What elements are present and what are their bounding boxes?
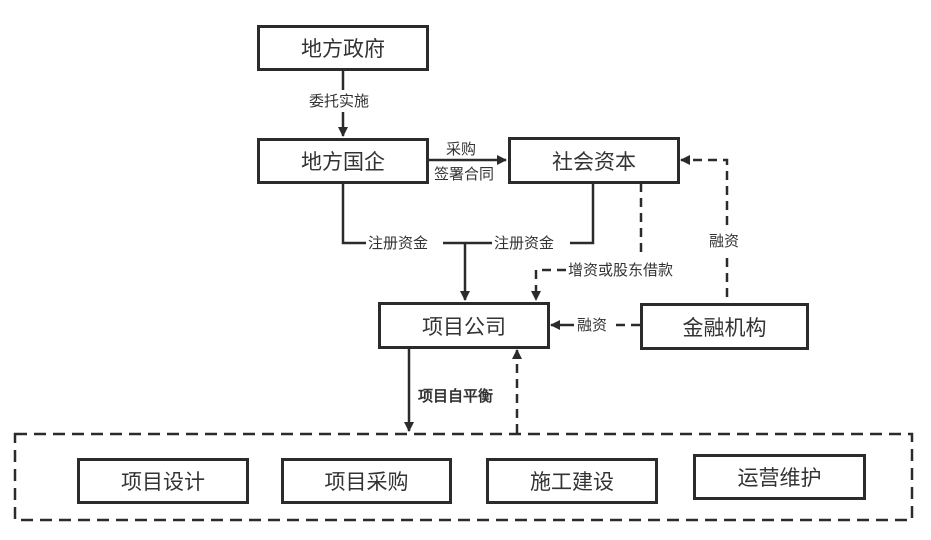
node-financial-institution[interactable]: 金融机构 xyxy=(640,303,809,350)
label-registered-capital-soe: 注册资金 xyxy=(368,234,429,252)
edge-fi-to-sc-upper xyxy=(680,155,729,225)
label-entrust: 委托实施 xyxy=(309,92,370,110)
edge-soe-capital xyxy=(341,183,366,245)
node-local-soe[interactable]: 地方国企 xyxy=(257,138,429,184)
label-financing-to-sc: 融资 xyxy=(709,232,740,250)
label-financing-to-pc: 融资 xyxy=(577,316,608,334)
label-procure: 采购 xyxy=(446,140,477,158)
label-capital-increase-loan: 增资或股东借款 xyxy=(568,261,674,279)
node-construction[interactable]: 施工建设 xyxy=(486,458,658,504)
edge-sc-capital xyxy=(570,183,595,245)
node-project-procurement[interactable]: 项目采购 xyxy=(281,458,452,504)
label-sign-contract: 签署合同 xyxy=(434,165,495,183)
node-operation-maintenance[interactable]: 运营维护 xyxy=(693,454,866,500)
node-local-government[interactable]: 地方政府 xyxy=(257,25,429,71)
edge-sc-loan xyxy=(531,268,566,301)
node-project-company[interactable]: 项目公司 xyxy=(378,302,550,349)
node-project-design[interactable]: 项目设计 xyxy=(77,458,249,504)
project-scope-container xyxy=(13,432,914,522)
label-registered-capital-sc: 注册资金 xyxy=(494,234,555,252)
node-social-capital[interactable]: 社会资本 xyxy=(508,137,680,184)
label-self-balance: 项目自平衡 xyxy=(418,387,494,405)
